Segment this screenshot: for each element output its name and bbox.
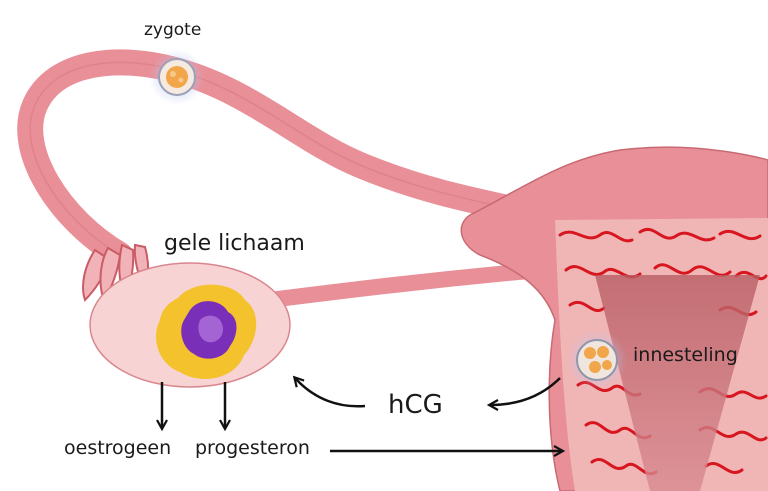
corpus-luteum-label: gele lichaam	[164, 231, 305, 256]
arrow-implant-to-hcg	[490, 377, 561, 405]
arrow-hcg-to-corpus	[295, 378, 366, 408]
implantation-label: innesteling	[633, 344, 738, 366]
corpus-luteum-core	[198, 315, 224, 343]
progesterone-label: progesteron	[195, 437, 310, 459]
ovarian-ligament	[262, 262, 548, 308]
estrogen-label: oestrogeen	[64, 437, 172, 459]
uterine-cavity	[595, 275, 760, 491]
hcg-label: hCG	[388, 390, 443, 420]
zygote-label: zygote	[144, 20, 202, 40]
implanting-embryo	[567, 330, 627, 390]
zygote-cell	[149, 49, 205, 105]
